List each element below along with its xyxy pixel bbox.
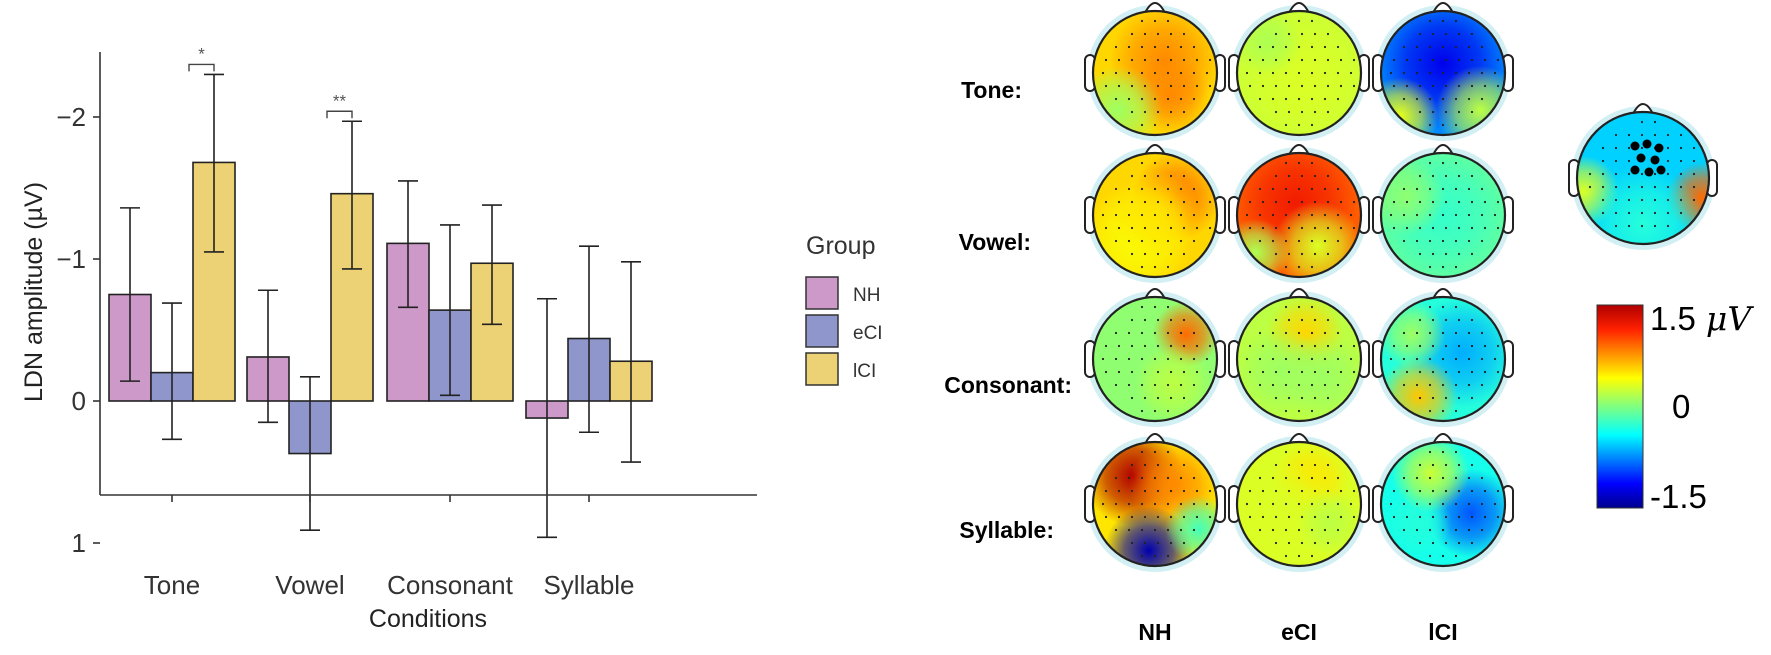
error-bar-consonant-nh	[398, 180, 418, 309]
colorbar-mid-label: 0	[1672, 388, 1690, 425]
y-ticks-layer: −2 −1 0 1	[56, 102, 100, 558]
topo-map-tone-eci	[1228, 2, 1370, 141]
topo-map-tone-lci	[1372, 2, 1514, 141]
electrode-reference-head	[1568, 103, 1718, 250]
col-label-nh: NH	[1138, 619, 1171, 645]
topo-map-vowel-lci	[1372, 144, 1514, 283]
error-bar-consonant-lci	[482, 204, 502, 326]
topo-map-consonant-lci	[1372, 288, 1514, 427]
colorbar-min-label: -1.5	[1650, 478, 1707, 515]
error-bars-layer	[120, 73, 641, 539]
error-bar-syllable-lci	[621, 261, 641, 463]
error-bar-syllable-nh	[537, 297, 557, 539]
y-tick-label: −1	[56, 244, 86, 274]
legend: Group NH eCI lCI	[805, 232, 883, 386]
col-label-eci: eCI	[1281, 619, 1317, 645]
row-label-tone: Tone:	[961, 77, 1022, 103]
topo-map-consonant-eci	[1228, 288, 1370, 427]
legend-title: Group	[806, 232, 875, 260]
topo-panel: Tone: Vowel: Consonant: Syllable: NH eCI…	[944, 2, 1754, 645]
category-label-syllable: Syllable	[543, 570, 634, 600]
topo-map-syllable-nh	[1084, 433, 1226, 572]
electrode-cluster	[1630, 139, 1666, 177]
legend-label-nh: NH	[853, 285, 880, 306]
error-bar-tone-lci	[204, 73, 224, 253]
error-bar-tone-nh	[120, 207, 140, 382]
y-tick-label: −2	[56, 102, 86, 132]
significance-bracket-vowel: **	[326, 91, 353, 119]
y-tick-label: 1	[72, 528, 86, 558]
error-bar-consonant-eci	[440, 224, 460, 397]
topo-map-vowel-nh	[1084, 144, 1226, 283]
bars-layer	[108, 161, 653, 455]
significance-layer: ***	[188, 44, 353, 119]
reference-head	[1568, 103, 1718, 250]
category-label-tone: Tone	[144, 570, 200, 600]
legend-label-lci: lCI	[853, 361, 876, 382]
significance-bracket-tone: *	[188, 44, 215, 72]
error-bar-vowel-nh	[258, 289, 278, 424]
topo-map-syllable-lci	[1372, 433, 1514, 572]
error-bar-vowel-lci	[342, 120, 362, 270]
legend-label-eci: eCI	[853, 323, 883, 344]
significance-label: *	[198, 44, 205, 63]
category-label-consonant: Consonant	[387, 570, 514, 600]
topo-map-syllable-eci	[1228, 433, 1370, 572]
error-bar-vowel-eci	[300, 376, 320, 532]
category-label-vowel: Vowel	[275, 570, 344, 600]
topo-map-tone-nh	[1084, 2, 1226, 141]
y-axis-title: LDN amplitude (µV)	[20, 182, 48, 402]
error-bar-syllable-eci	[579, 245, 599, 434]
row-label-vowel: Vowel:	[959, 229, 1031, 255]
legend-swatch-nh	[805, 276, 839, 310]
significance-label: **	[333, 91, 347, 110]
colorbar-gradient	[1596, 304, 1644, 509]
error-bar-tone-eci	[162, 302, 182, 441]
y-tick-label: 0	[72, 386, 86, 416]
x-axis-title: Conditions	[369, 605, 487, 633]
row-label-syllable: Syllable:	[959, 517, 1054, 543]
col-label-lci: lCI	[1428, 619, 1457, 645]
row-label-consonant: Consonant:	[944, 372, 1072, 398]
x-ticks-layer: Tone Vowel Consonant Syllable	[144, 495, 635, 600]
legend-swatch-lci	[805, 352, 839, 386]
legend-swatch-eci	[805, 314, 839, 348]
topo-map-consonant-nh	[1084, 288, 1226, 427]
topo-map-vowel-eci	[1228, 144, 1370, 283]
topo-heads-layer	[1084, 2, 1514, 572]
